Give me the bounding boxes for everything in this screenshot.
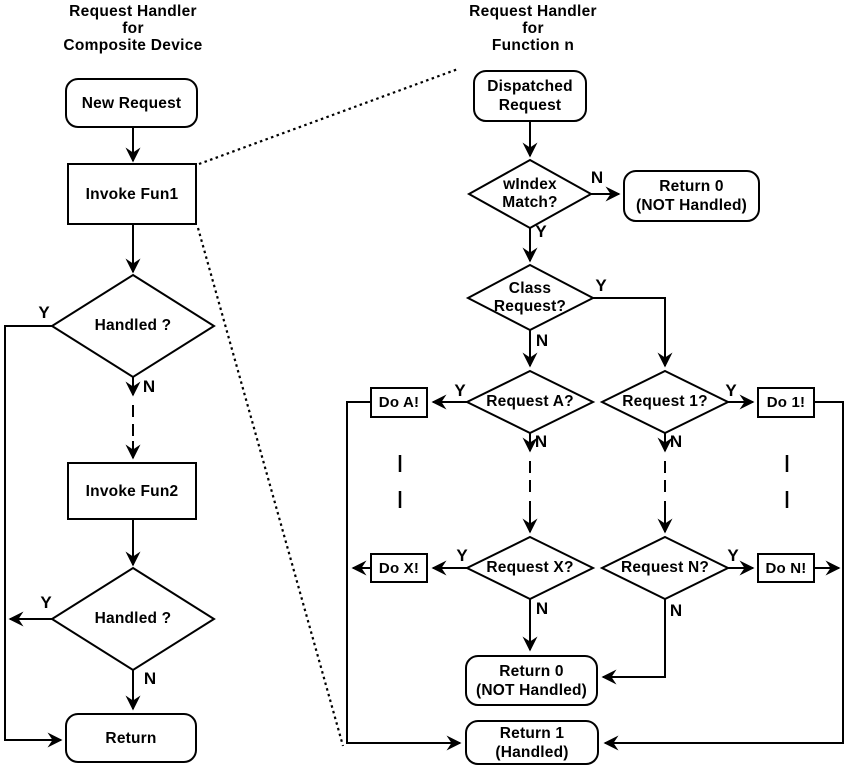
class-no-label: N <box>535 331 549 350</box>
handled1-diamond <box>50 273 216 379</box>
right-chart-title: Request Handler for Function n <box>469 3 597 54</box>
do-x-node: Do X! <box>370 553 428 583</box>
do-1-node: Do 1! <box>757 387 815 418</box>
edge-handled1-yes-to-return <box>4 325 63 748</box>
request-1-yes-label: Y <box>725 381 737 400</box>
request-n-no-label: N <box>669 601 683 620</box>
return0-bottom-node: Return 0 (NOT Handled) <box>465 655 598 706</box>
class-yes-label: Y <box>595 276 607 295</box>
handled1-label: Handled ? <box>94 317 172 334</box>
continuation-break-marks <box>398 455 789 508</box>
request-n-label: Request N? <box>620 559 710 576</box>
request-1-no-label: N <box>669 432 683 451</box>
request-n-diamond <box>599 535 731 601</box>
do-n-node: Do N! <box>757 553 815 583</box>
class-request-diamond <box>465 263 596 332</box>
handled2-yes-label: Y <box>40 593 52 612</box>
zoom-link-top-dotted-line <box>198 67 459 166</box>
zoom-link-bottom-dotted-line <box>196 227 345 747</box>
return1-node: Return 1 (Handled) <box>465 720 599 765</box>
edge-do1-to-return1 <box>603 401 844 751</box>
request-a-diamond <box>464 369 596 435</box>
windex-match-label: wIndex Match? <box>502 176 558 211</box>
request-x-label: Request X? <box>486 559 574 576</box>
request-a-no-label: N <box>534 432 548 451</box>
invoke-fun1-node: Invoke Fun1 <box>67 163 197 225</box>
class-request-label: Class Request? <box>493 280 567 315</box>
request-x-no-label: N <box>535 599 549 618</box>
handled1-no-label: N <box>142 377 156 396</box>
windex-diamond <box>466 158 594 230</box>
windex-yes-label: Y <box>535 222 547 241</box>
edge-class-yes-to-request1 <box>593 297 673 368</box>
windex-no-label: N <box>590 168 604 187</box>
request-1-label: Request 1? <box>622 393 708 410</box>
return-node: Return <box>65 713 197 763</box>
do-a-node: Do A! <box>370 387 428 418</box>
new-request-node: New Request <box>65 78 198 128</box>
invoke-fun2-node: Invoke Fun2 <box>67 462 197 520</box>
left-chart-title: Request Handler for Composite Device <box>63 3 203 54</box>
request-n-yes-label: Y <box>727 546 739 565</box>
request-x-diamond <box>464 535 596 601</box>
return0-top-node: Return 0 (NOT Handled) <box>623 170 760 222</box>
request-1-diamond <box>599 369 731 435</box>
request-a-yes-label: Y <box>454 381 466 400</box>
dispatched-request-node: Dispatched Request <box>473 70 587 122</box>
request-a-label: Request A? <box>486 393 574 410</box>
handled2-diamond <box>50 566 216 672</box>
handled2-no-label: N <box>143 669 157 688</box>
edge-requestn-no-to-return0 <box>601 597 666 685</box>
handled1-yes-label: Y <box>38 303 50 322</box>
edge-doa-to-return1 <box>346 401 462 751</box>
request-x-yes-label: Y <box>456 546 468 565</box>
handled2-label: Handled ? <box>94 610 172 627</box>
